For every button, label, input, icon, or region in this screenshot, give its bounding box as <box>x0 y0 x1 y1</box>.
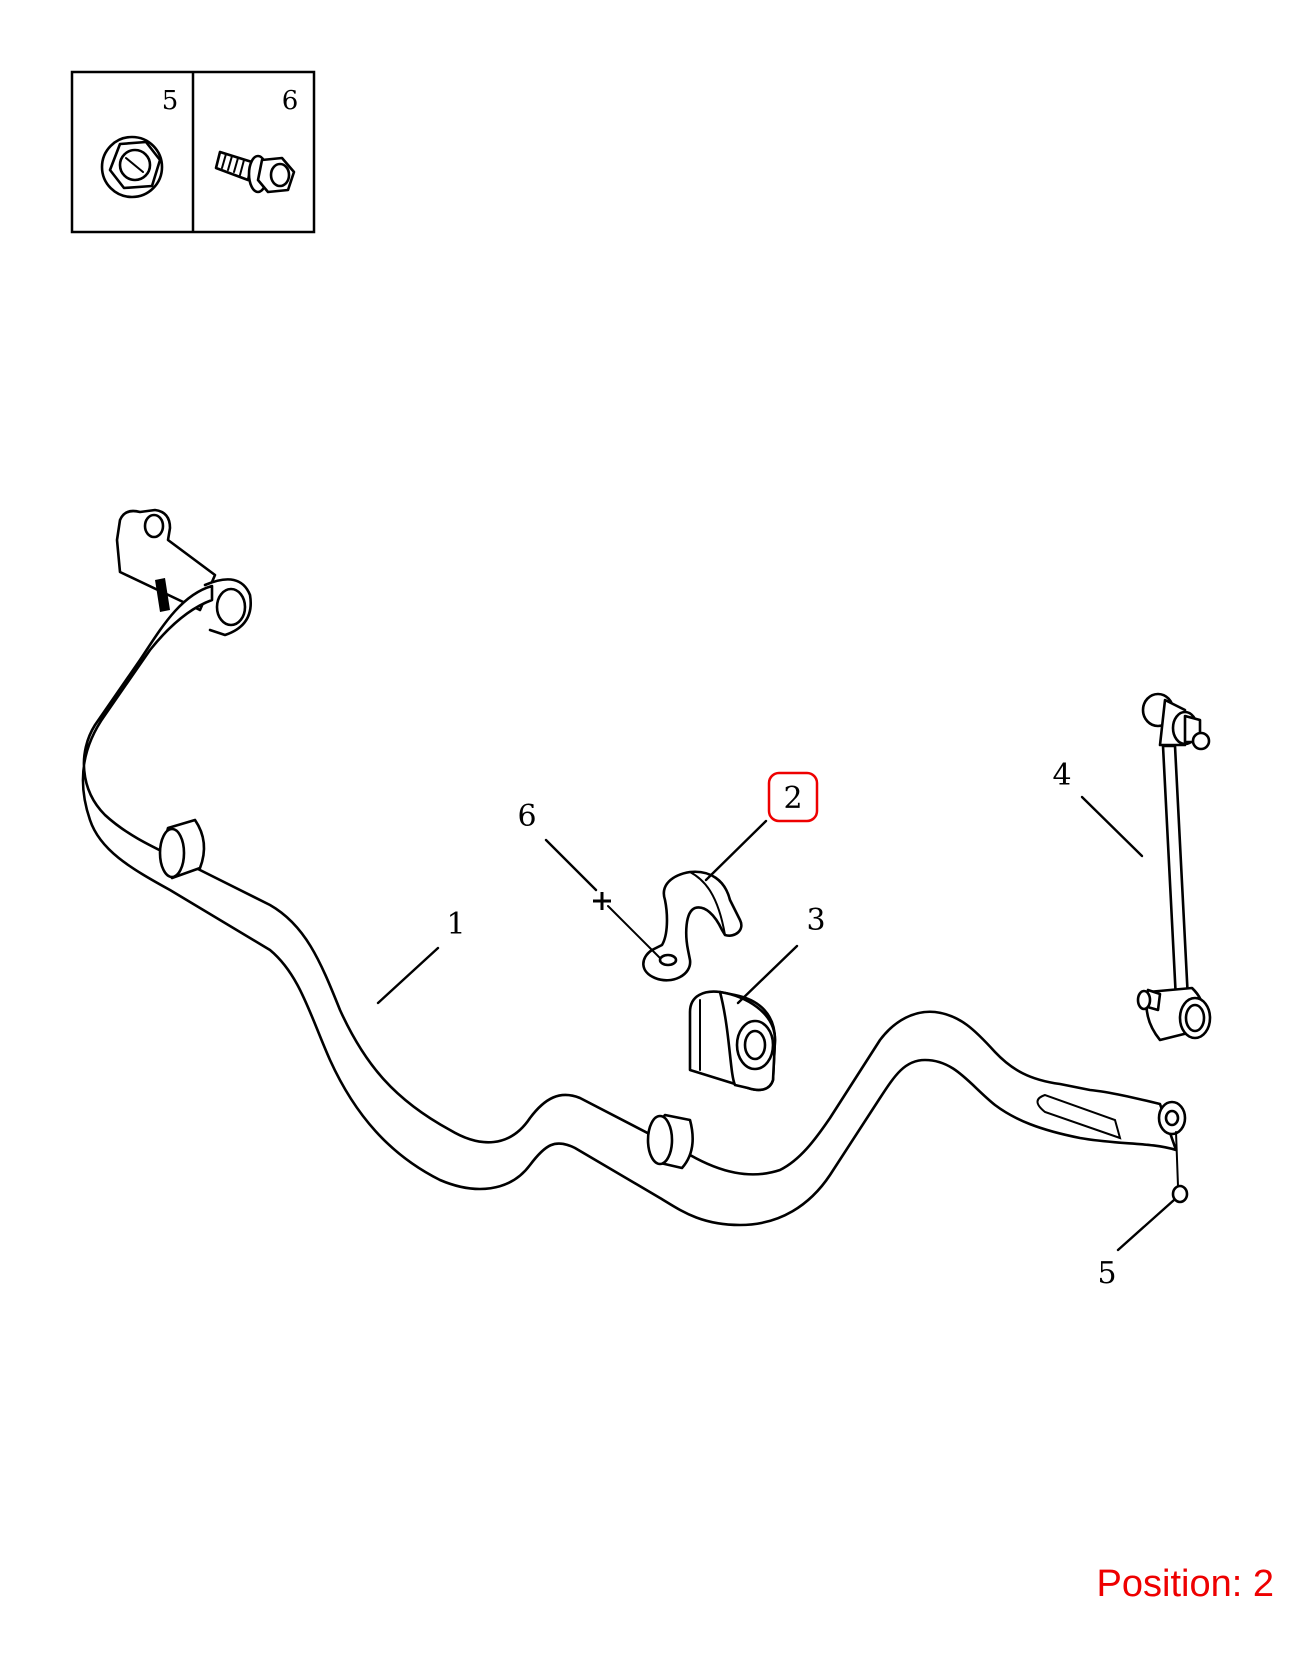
flange-bolt-icon <box>214 150 296 194</box>
bar-bushing-left <box>158 818 206 880</box>
callout-4: 4 <box>1052 758 1071 793</box>
leader-line-2 <box>704 819 768 882</box>
leader-line-6 <box>544 838 598 892</box>
leader-line-4 <box>1080 795 1144 858</box>
bolt-position-marker <box>593 892 661 959</box>
rubber-bushing <box>688 990 777 1092</box>
clamp-bracket <box>642 870 743 982</box>
legend-number-5: 5 <box>162 86 179 116</box>
legend-number-6: 6 <box>282 86 299 116</box>
fastener-legend: 5 6 <box>70 70 316 234</box>
callout-1: 1 <box>446 907 465 942</box>
callout-2-highlight[interactable]: 2 <box>767 771 819 823</box>
bar-bushing-center <box>646 1113 694 1170</box>
leader-line-3 <box>736 944 799 1005</box>
callout-2: 2 <box>783 781 802 816</box>
callout-3: 3 <box>806 903 825 938</box>
callout-5: 5 <box>1097 1256 1116 1291</box>
nut-position-marker <box>1171 1131 1189 1204</box>
position-label: Position: 2 <box>1096 1563 1274 1605</box>
stabilizer-link <box>1136 692 1212 1042</box>
leader-line-1 <box>376 946 440 1005</box>
flange-nut-icon <box>100 135 164 199</box>
stabilizer-bar <box>81 508 1187 1227</box>
callout-highlight-box <box>767 771 819 823</box>
leader-line-5 <box>1116 1198 1176 1252</box>
callout-6: 6 <box>517 799 536 834</box>
leader-lines <box>376 795 1176 1252</box>
